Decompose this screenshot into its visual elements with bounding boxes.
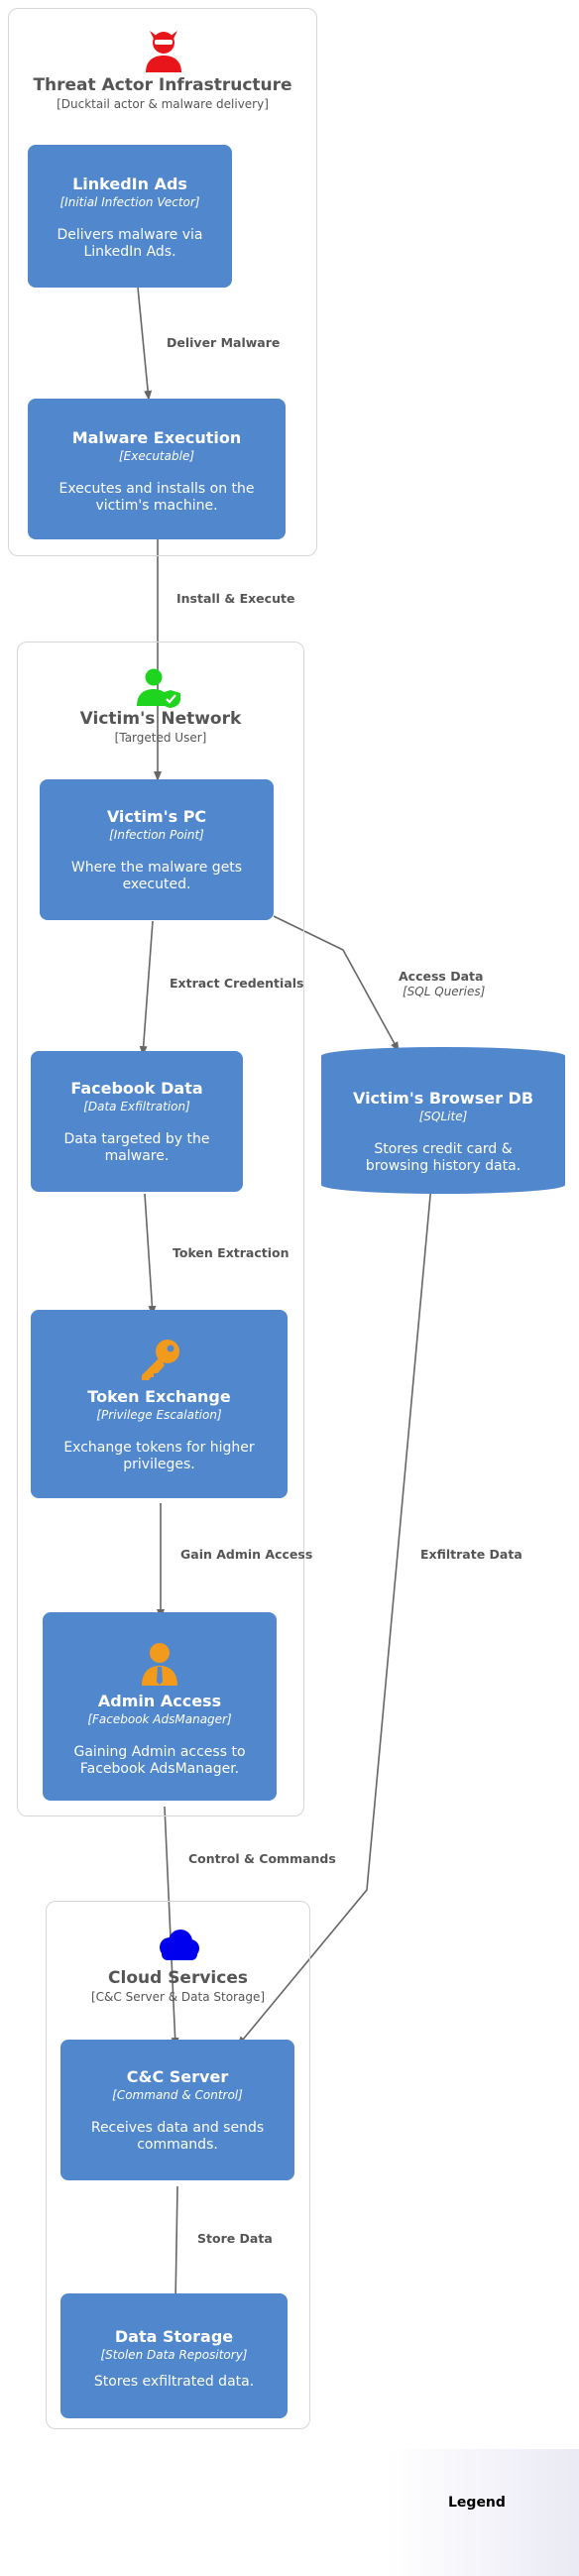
node-browser-db-shape[interactable] bbox=[321, 1047, 565, 1194]
edge-access-data bbox=[273, 915, 400, 1052]
legend-title: Legend bbox=[448, 2495, 506, 2511]
node-technology: [Facebook AdsManager] bbox=[87, 1712, 232, 1726]
edge-label-control-commands: Control & Commands bbox=[188, 1851, 336, 1866]
node-description: Stores exfiltrated data. bbox=[93, 2374, 255, 2390]
boundary-cloud-services: Cloud Services [C&C Server & Data Storag… bbox=[46, 1901, 310, 2429]
legend-background bbox=[387, 2449, 579, 2576]
node-token-exchange[interactable]: Token Exchange [Privilege Escalation] Ex… bbox=[31, 1310, 288, 1498]
node-title: Data Storage bbox=[114, 2327, 234, 2346]
admin-user-icon bbox=[140, 1642, 179, 1690]
edge-label-store-data: Store Data bbox=[197, 2231, 273, 2246]
edge-label-install-execute: Install & Execute bbox=[176, 591, 295, 606]
edge-label-access-data: Access Data bbox=[399, 969, 484, 984]
edge-token-extraction bbox=[144, 1193, 157, 1316]
edge-exfiltrate-data bbox=[237, 1151, 435, 2047]
boundary-threat-actor: Threat Actor Infrastructure [Ducktail ac… bbox=[8, 8, 317, 556]
boundary-title: Threat Actor Infrastructure bbox=[33, 75, 292, 95]
node-technology: [Executable] bbox=[118, 449, 195, 463]
node-technology: [Infection Point] bbox=[109, 828, 204, 842]
node-title: Facebook Data bbox=[70, 1079, 203, 1098]
edge-label-deliver-malware: Deliver Malware bbox=[167, 335, 281, 350]
node-linkedin-ads[interactable]: LinkedIn Ads [Initial Infection Vector] … bbox=[28, 145, 232, 288]
node-malware-execution[interactable]: Malware Execution [Executable] Executes … bbox=[28, 399, 286, 539]
node-description: Executes and installs on the victim's ma… bbox=[58, 481, 255, 514]
node-description: Stores credit card & browsing history da… bbox=[365, 1141, 521, 1174]
node-title: Victim's Browser DB bbox=[352, 1089, 534, 1108]
edge-label-token-extraction: Token Extraction bbox=[173, 1245, 290, 1260]
node-technology: [Stolen Data Repository] bbox=[100, 2348, 248, 2362]
node-description: Receives data and sends commands. bbox=[90, 2120, 265, 2153]
node-description: Gaining Admin access to Facebook AdsMana… bbox=[73, 1744, 246, 1777]
node-technology: [Data Exfiltration] bbox=[83, 1100, 190, 1113]
node-description: Where the malware gets executed. bbox=[70, 860, 243, 892]
node-title: Victim's PC bbox=[106, 807, 207, 826]
node-technology: [Privilege Escalation] bbox=[96, 1408, 222, 1422]
node-title: C&C Server bbox=[126, 2067, 229, 2086]
edge-control-commands bbox=[164, 1806, 179, 2048]
node-title: Admin Access bbox=[97, 1692, 222, 1710]
node-title: LinkedIn Ads bbox=[72, 175, 187, 193]
node-victims-pc[interactable]: Victim's PC [Infection Point] Where the … bbox=[40, 779, 274, 920]
cloud-icon bbox=[156, 1930, 201, 1965]
user-shield-icon bbox=[137, 668, 182, 712]
node-browser-db[interactable]: Victim's Browser DB [SQLite] Stores cred… bbox=[321, 1081, 565, 1180]
boundary-subtitle: [Targeted User] bbox=[114, 731, 207, 745]
node-facebook-data[interactable]: Facebook Data [Data Exfiltration] Data t… bbox=[31, 1051, 243, 1192]
node-title: Malware Execution bbox=[71, 428, 242, 447]
node-description: Data targeted by the malware. bbox=[63, 1131, 210, 1164]
boundary-victim-network: Victim's Network [Targeted User] bbox=[17, 642, 304, 1816]
node-data-storage[interactable]: Data Storage [Stolen Data Repository] St… bbox=[60, 2293, 288, 2418]
node-title: Token Exchange bbox=[87, 1387, 231, 1406]
node-technology: [SQLite] bbox=[418, 1110, 468, 1123]
boundary-subtitle: [Ducktail actor & malware delivery] bbox=[57, 97, 269, 111]
edge-label-exfiltrate-data: Exfiltrate Data bbox=[420, 1547, 522, 1562]
edge-label-gain-admin-access: Gain Admin Access bbox=[180, 1547, 313, 1562]
boundary-subtitle: [C&C Server & Data Storage] bbox=[90, 1990, 266, 2004]
node-admin-access[interactable]: Admin Access [Facebook AdsManager] Gaini… bbox=[43, 1612, 277, 1801]
key-icon bbox=[138, 1338, 181, 1385]
edge-store-data bbox=[172, 2185, 180, 2303]
edge-deliver-malware bbox=[137, 287, 153, 401]
node-description: Delivers malware via LinkedIn Ads. bbox=[57, 227, 203, 260]
edge-label-extract-credentials: Extract Credentials bbox=[170, 976, 304, 991]
node-description: Exchange tokens for higher privileges. bbox=[63, 1440, 255, 1472]
node-technology: [Initial Infection Vector] bbox=[59, 195, 200, 209]
node-cc-server[interactable]: C&C Server [Command & Control] Receives … bbox=[60, 2040, 294, 2180]
hacker-icon bbox=[144, 29, 183, 78]
node-technology: [Command & Control] bbox=[112, 2088, 243, 2102]
boundary-title: Cloud Services bbox=[108, 1968, 248, 1988]
edge-extract-credentials bbox=[139, 920, 154, 1056]
boundary-title: Victim's Network bbox=[79, 709, 242, 729]
edge-tech-access-data: [SQL Queries] bbox=[403, 985, 486, 998]
